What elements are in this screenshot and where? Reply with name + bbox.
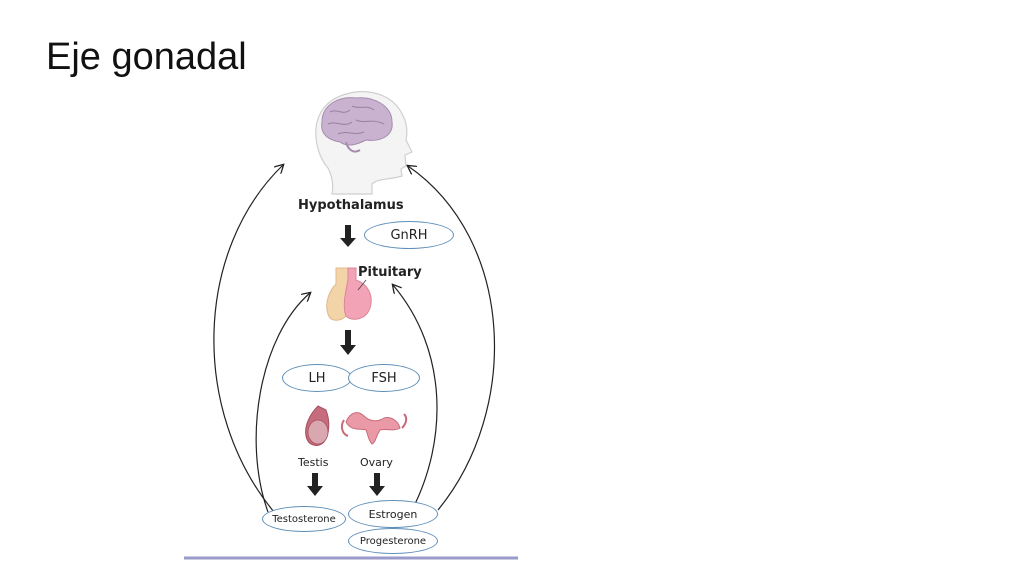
brain-icon xyxy=(321,97,393,146)
down-arrow-ovary xyxy=(369,473,385,496)
gnrh-pill: GnRH xyxy=(364,221,454,249)
lh-pill: LH xyxy=(282,364,352,392)
progesterone-pill: Progesterone xyxy=(348,528,438,554)
down-arrow-hypothalamus xyxy=(340,225,356,247)
ovary-illustration xyxy=(340,412,408,445)
down-arrow-pituitary xyxy=(340,330,356,355)
slide-title: Eje gonadal xyxy=(46,36,247,78)
testis-label: Testis xyxy=(298,456,329,469)
down-arrow-testis xyxy=(307,473,323,496)
ovary-label: Ovary xyxy=(360,456,393,469)
diagram-graphics xyxy=(184,91,518,560)
testosterone-pill: Testosterone xyxy=(262,506,346,532)
testis-illustration xyxy=(305,405,330,446)
hypothalamus-label: Hypothalamus xyxy=(298,198,404,213)
estrogen-pill: Estrogen xyxy=(348,500,438,528)
pituitary-label: Pituitary xyxy=(358,265,422,280)
pituitary-illustration xyxy=(326,267,372,321)
fsh-pill: FSH xyxy=(348,364,420,392)
gonadal-axis-diagram: Hypothalamus GnRH Pituitary LH FSH Testi… xyxy=(180,80,530,570)
head-illustration xyxy=(315,91,413,195)
